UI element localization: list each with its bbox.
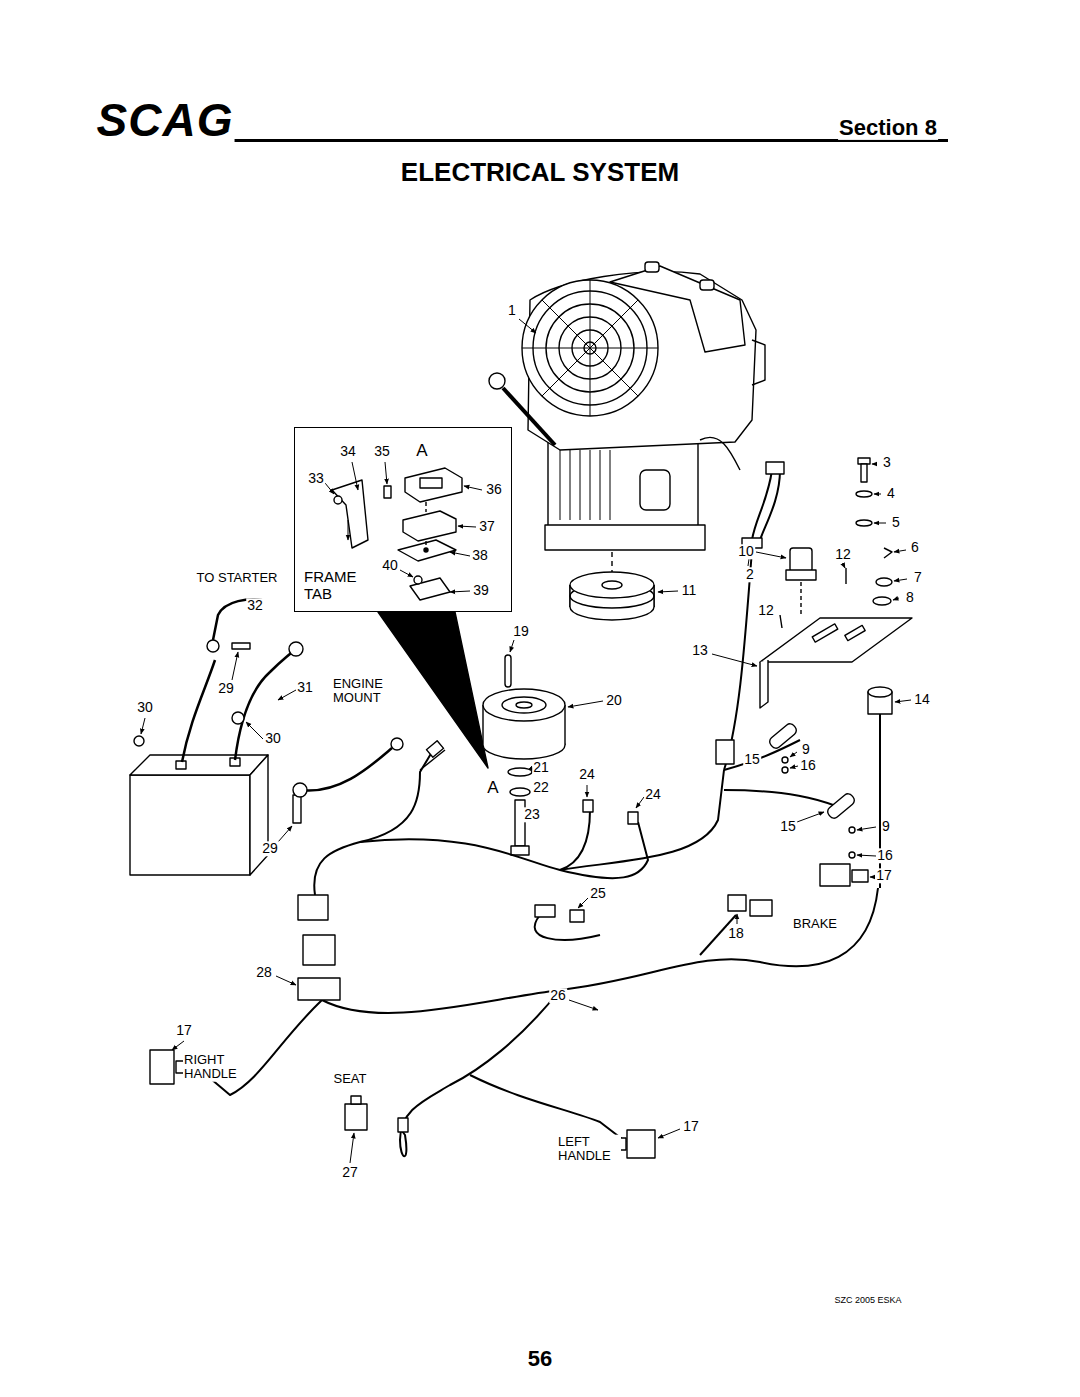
callout-number: 25 [589,886,607,901]
callout-number: 32 [246,598,264,613]
callout-number: 26 [549,988,567,1003]
callout-number: 6 [910,540,920,555]
callout-number: 13 [691,643,709,658]
callout-number: 24 [644,787,662,802]
callout-number: 14 [913,692,931,707]
callout-number: 1 [507,303,517,318]
callout-number: 27 [341,1165,359,1180]
brand-logo: SCAG [96,95,235,146]
view-letter: A [486,779,499,798]
callout-number: 8 [905,590,915,605]
callout-number: 17 [175,1023,193,1038]
callout-number: 19 [512,624,530,639]
callout-number: 34 [339,444,357,459]
callout-number: 15 [779,819,797,834]
callout-number: 5 [891,515,901,530]
callout-number: 12 [757,603,775,618]
callout-number: 16 [799,758,817,773]
callout-number: 30 [264,731,282,746]
callout-number: 24 [578,767,596,782]
section-label: Section 8 [838,116,938,140]
callout-number: 29 [261,841,279,856]
callout-number: 10 [737,544,755,559]
part-label: LEFT HANDLE [557,1135,621,1164]
callout-number: 17 [682,1119,700,1134]
callout-number: 16 [876,848,894,863]
callout-number: 2 [745,567,755,582]
callout-number: 7 [913,570,923,585]
callout-number: 21 [532,760,550,775]
page-number: 56 [527,1347,553,1371]
page-title: ELECTRICAL SYSTEM [401,157,679,188]
callout-number: 23 [523,807,541,822]
part-label: ENGINE MOUNT [332,677,396,706]
callout-number: 35 [373,444,391,459]
callout-number: 37 [478,519,496,534]
callout-number: 20 [605,693,623,708]
view-letter: A [415,442,428,461]
inset-label: FRAME TAB [303,568,358,603]
callout-number: 12 [834,547,852,562]
callout-number: 39 [472,583,490,598]
callout-number: 4 [886,486,896,501]
callout-number: 28 [255,965,273,980]
callout-number: 30 [136,700,154,715]
callout-number: 9 [881,819,891,834]
callout-number: 9 [801,742,811,757]
callout-number: 31 [296,680,314,695]
drawing-code: SZC 2005 ESKA [833,1296,902,1306]
callout-number: 36 [485,482,503,497]
callout-number: 18 [727,926,745,941]
callout-number: 38 [471,548,489,563]
callout-number: 15 [743,752,761,767]
callout-number: 17 [875,868,893,883]
part-label: RIGHT HANDLE [183,1053,245,1082]
callout-number: 22 [532,780,550,795]
detail-inset: FRAME TAB [294,427,512,612]
callout-number: 3 [882,455,892,470]
part-label: BRAKE [792,917,838,931]
callout-number: 40 [381,558,399,573]
callout-number: 29 [217,681,235,696]
callout-number: 33 [307,471,325,486]
callout-number: 11 [681,583,698,598]
part-label: SEAT [333,1072,368,1086]
part-label: TO STARTER [196,571,279,585]
